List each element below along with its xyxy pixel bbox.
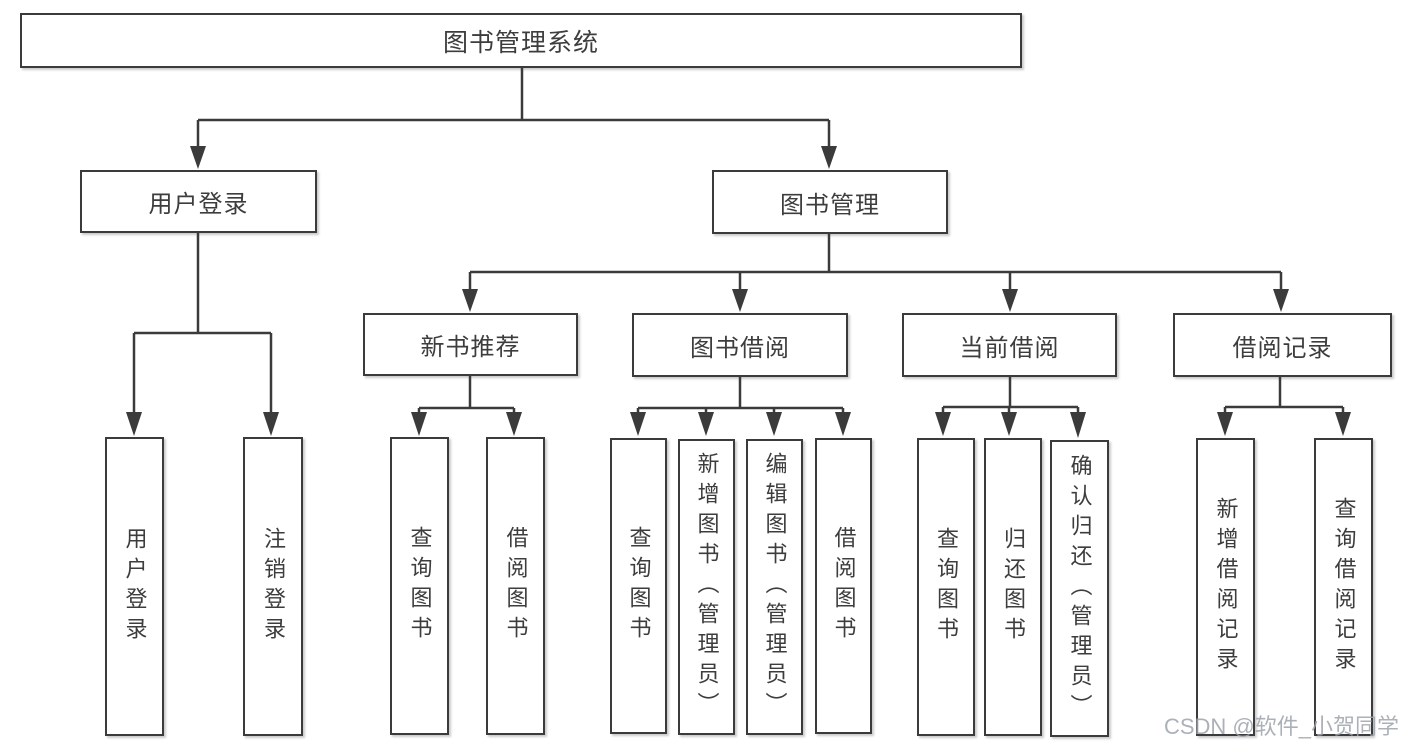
- leaf-borrow-books: 借阅图书: [815, 438, 872, 734]
- leaf-logout: 注销登录: [243, 437, 303, 736]
- connector-current-borrow: [941, 377, 1080, 416]
- leaf-label: 编辑图书（管理员）: [762, 452, 788, 722]
- node-user-login: 用户登录: [80, 170, 317, 233]
- leaf-label: 用户登录: [122, 526, 148, 647]
- arrow-icon: [732, 289, 748, 312]
- connector-user-login: [132, 233, 273, 414]
- node-label: 借阅记录: [1232, 334, 1333, 362]
- node-new-book-recommend: 新书推荐: [363, 313, 578, 376]
- connector-root: [196, 68, 831, 148]
- leaf-label: 确认归还（管理员）: [1067, 453, 1093, 724]
- leaf-label: 借阅图书: [503, 526, 529, 646]
- arrow-icon: [190, 146, 206, 169]
- node-label: 图书借阅: [690, 334, 790, 362]
- arrow-icon: [462, 289, 478, 312]
- leaf-user-login: 用户登录: [105, 437, 164, 736]
- leaf-label: 查询图书: [934, 527, 959, 647]
- arrow-icon: [1217, 412, 1233, 436]
- arrow-icon: [1002, 289, 1018, 312]
- node-label: 图书管理系统: [442, 28, 599, 57]
- node-library-management-system: 图书管理系统: [20, 13, 1022, 68]
- node-label: 当前借阅: [959, 334, 1060, 362]
- arrow-icon: [1273, 289, 1289, 312]
- arrow-icon: [630, 412, 646, 436]
- leaf-query-books-borrow: 查询图书: [610, 438, 667, 734]
- csdn-watermark: CSDN @软件_小贺同学: [1163, 714, 1399, 739]
- leaf-add-book-admin: 新增图书（管理员）: [678, 439, 735, 735]
- arrowheads: [126, 146, 1351, 438]
- node-current-borrow: 当前借阅: [902, 313, 1117, 377]
- leaf-label: 归还图书: [1001, 527, 1026, 647]
- leaf-label: 注销登录: [261, 526, 286, 647]
- arrow-icon: [263, 412, 279, 436]
- arrow-icon: [1070, 412, 1086, 438]
- arrow-icon: [1001, 412, 1017, 436]
- leaf-query-books-current: 查询图书: [917, 438, 975, 736]
- leaf-label: 查询图书: [626, 526, 652, 646]
- leaf-borrow-books-recommend: 借阅图书: [486, 437, 545, 735]
- leaf-return-books: 归还图书: [984, 438, 1042, 736]
- connector-book-management: [468, 234, 1283, 291]
- arrow-icon: [126, 412, 142, 436]
- arrow-icon: [935, 412, 951, 436]
- leaf-label: 新增借阅记录: [1213, 497, 1239, 677]
- leaf-label: 查询借阅记录: [1331, 497, 1357, 677]
- leaf-confirm-return-admin: 确认归还（管理员）: [1050, 440, 1109, 737]
- arrow-icon: [698, 412, 714, 436]
- connector-book-borrow: [636, 377, 845, 416]
- leaf-query-books-recommend: 查询图书: [390, 437, 449, 735]
- leaf-label: 查询图书: [407, 526, 433, 646]
- leaf-label: 借阅图书: [831, 526, 857, 646]
- connector-borrow-records: [1223, 377, 1345, 416]
- arrow-icon: [821, 146, 837, 169]
- node-label: 新书推荐: [420, 334, 521, 361]
- leaf-add-borrow-record: 新增借阅记录: [1196, 438, 1255, 736]
- arrow-icon: [835, 412, 851, 436]
- node-book-borrow: 图书借阅: [632, 313, 848, 377]
- leaf-label: 新增图书（管理员）: [694, 452, 720, 722]
- node-borrow-records: 借阅记录: [1173, 313, 1392, 377]
- arrow-icon: [411, 412, 427, 436]
- node-label: 图书管理: [780, 191, 880, 219]
- arrow-icon: [766, 412, 782, 436]
- node-label: 用户登录: [148, 191, 249, 218]
- connector-new-book-recommend: [417, 376, 516, 416]
- arrow-icon: [1335, 412, 1351, 436]
- leaf-edit-book-admin: 编辑图书（管理员）: [746, 439, 803, 735]
- leaf-query-borrow-record: 查询借阅记录: [1314, 438, 1373, 736]
- arrow-icon: [506, 412, 522, 436]
- node-book-management: 图书管理: [712, 170, 948, 234]
